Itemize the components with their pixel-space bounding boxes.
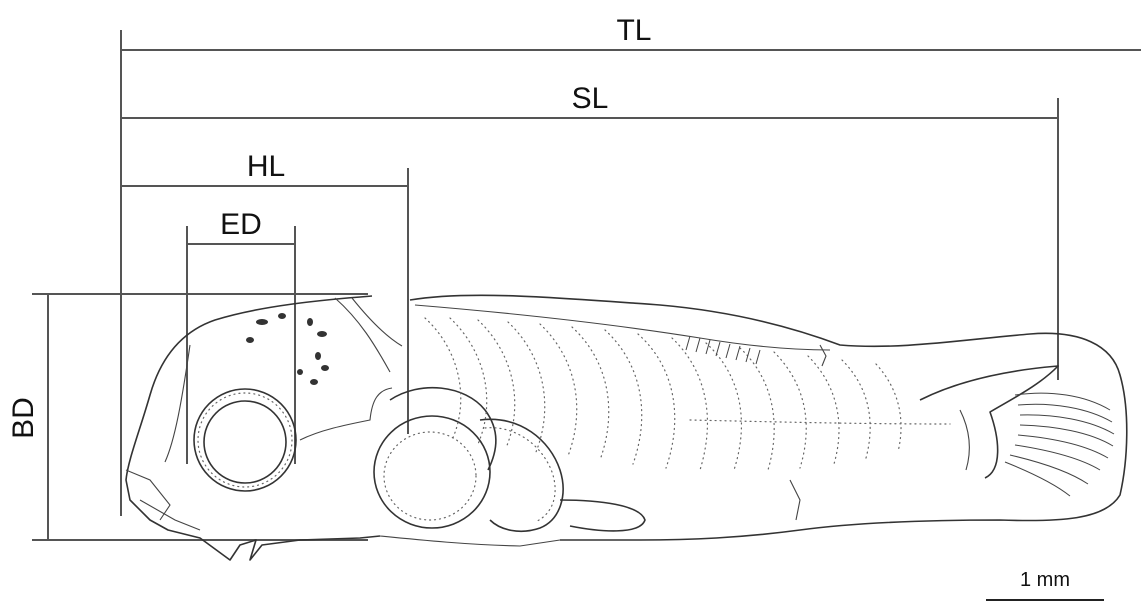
caudal-rays	[1005, 393, 1114, 496]
ed-label: ED	[220, 208, 262, 241]
anal-region	[560, 500, 645, 531]
melanophores	[246, 313, 329, 385]
hindgut	[480, 419, 563, 531]
gut-stipple	[384, 432, 476, 520]
notochord	[690, 420, 950, 424]
body-outline	[410, 295, 1127, 540]
hypural-line	[960, 410, 969, 470]
eye-stipple	[198, 393, 292, 487]
hl-label: HL	[247, 150, 285, 183]
caudal-peduncle	[920, 366, 1058, 478]
pectoral-girdle	[390, 388, 496, 470]
eye-inner	[204, 401, 286, 483]
opercle-lines	[300, 298, 402, 440]
ventral-fold	[380, 536, 560, 546]
tl-label: TL	[616, 14, 651, 47]
bd-label: BD	[7, 397, 40, 439]
dorsal-rays	[686, 336, 760, 364]
gut-outer	[374, 416, 490, 528]
scale-bar-label: 1 mm	[1020, 569, 1070, 591]
head-outline	[126, 296, 380, 560]
scale-bar: 1 mm	[986, 569, 1104, 600]
eye-outer	[194, 389, 296, 491]
jaw-lines	[126, 470, 200, 530]
sl-label: SL	[572, 82, 609, 115]
dorsal-fold-line	[415, 305, 830, 350]
fold-break	[790, 480, 800, 520]
larva-illustration	[126, 295, 1127, 560]
fold-break-dorsal	[820, 345, 826, 366]
